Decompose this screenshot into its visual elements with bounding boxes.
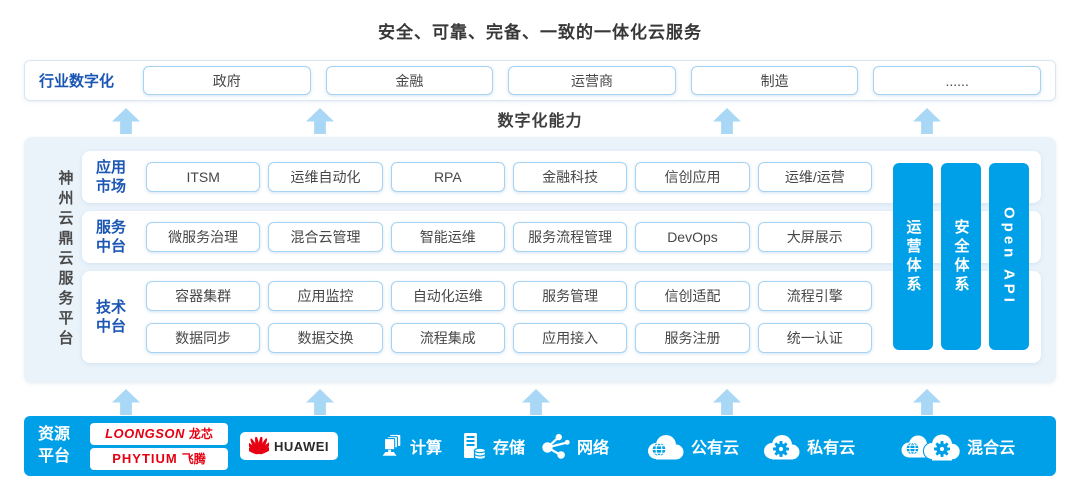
resource-item-private-cloud: 私有云	[761, 433, 855, 460]
capability-box: 统一认证	[757, 323, 872, 353]
capability-box: 智能运维	[390, 222, 505, 252]
capability-box: 流程引擎	[757, 281, 872, 311]
pillar-bar: Open API	[989, 163, 1029, 350]
public-cloud-icon	[648, 434, 684, 459]
capability-box: 金融科技	[512, 162, 628, 192]
industry-box: 政府	[143, 66, 311, 95]
huawei-wordmark: HUAWEI	[274, 438, 329, 454]
up-arrow-icon	[112, 108, 140, 134]
up-arrow-icon	[713, 108, 741, 134]
up-arrow-icon	[713, 389, 741, 415]
capability-box: 服务注册	[635, 323, 750, 353]
page-title: 安全、可靠、完备、一致的一体化云服务	[378, 23, 702, 42]
app-market-label: 应用市场	[96, 158, 127, 196]
industry-box: ......	[873, 66, 1041, 95]
service-middle-label: 服务中台	[96, 218, 127, 256]
hybrid-cloud-icon	[901, 432, 961, 460]
capability-box: 信创适配	[635, 281, 750, 311]
industry-box: 制造	[690, 66, 859, 95]
up-arrow-icon	[306, 108, 334, 134]
resource-item-storage: 存储	[460, 432, 525, 461]
up-arrow-icon	[913, 389, 941, 415]
capability-box: 运维自动化	[268, 162, 383, 192]
industry-box: 金融	[325, 66, 494, 95]
capability-box: 微服务治理	[146, 222, 261, 252]
phytium-wordmark: PHYTIUM	[112, 451, 178, 466]
up-arrow-icon	[913, 108, 941, 134]
pillar-bar: 运营体系	[893, 163, 933, 350]
storage-icon	[464, 432, 487, 460]
resource-item-label: 混合云	[967, 440, 1016, 457]
loongson-cn-label: 龙芯	[188, 427, 213, 441]
platform-side-label: 神州云鼎云服务平台	[56, 170, 74, 350]
compute-icon	[382, 434, 401, 456]
capability-box: 服务管理	[512, 281, 628, 311]
resource-bar-label: 资源平台	[38, 426, 71, 465]
resource-item-network: 网络	[539, 432, 609, 461]
tech-middle-box-list-2: 数据同步数据交换流程集成应用接入服务注册统一认证	[146, 323, 872, 353]
tech-middle-row: 技术中台 容器集群应用监控自动化运维服务管理信创适配流程引擎 数据同步数据交换流…	[82, 271, 1041, 363]
resource-item-label: 公有云	[691, 440, 740, 457]
capability-box: 数据交换	[268, 323, 383, 353]
pillar-bar: 安全体系	[941, 163, 981, 350]
tech-middle-lines: 容器集群应用监控自动化运维服务管理信创适配流程引擎 数据同步数据交换流程集成应用…	[146, 281, 872, 353]
industry-row: 行业数字化 政府金融运营商制造......	[24, 60, 1056, 101]
cpu-vendor-pills: LOONGSON 龙芯 PHYTIUM 飞腾	[90, 422, 228, 470]
network-icon	[542, 433, 570, 459]
capability-box: 自动化运维	[390, 281, 505, 311]
huawei-logo: HUAWEI	[240, 432, 338, 460]
up-arrow-icon	[306, 389, 334, 415]
capability-box: 混合云管理	[268, 222, 383, 252]
capability-box: 服务流程管理	[512, 222, 628, 252]
up-arrow-icon	[112, 389, 140, 415]
phytium-cn-label: 飞腾	[181, 452, 206, 466]
resource-item-label: 存储	[493, 440, 526, 457]
industry-row-label: 行业数字化	[39, 73, 115, 90]
private-cloud-icon	[764, 434, 800, 459]
phytium-logo: PHYTIUM 飞腾	[90, 447, 228, 470]
capability-box: 流程集成	[390, 323, 505, 353]
loongson-logo: LOONGSON 龙芯	[90, 422, 228, 445]
capability-box: 数据同步	[146, 323, 261, 353]
capability-box: 信创应用	[635, 162, 750, 192]
capability-box: RPA	[390, 162, 505, 192]
tech-middle-label: 技术中台	[96, 298, 127, 336]
resource-item-compute: 计算	[378, 433, 442, 459]
resource-bar: 资源平台 LOONGSON 龙芯 PHYTIUM 飞腾	[24, 416, 1056, 476]
loongson-wordmark: LOONGSON	[105, 426, 185, 441]
capability-box: 容器集群	[146, 281, 261, 311]
resource-item-label: 私有云	[807, 440, 856, 457]
tech-middle-box-list-1: 容器集群应用监控自动化运维服务管理信创适配流程引擎	[146, 281, 872, 311]
capability-box: 大屏展示	[757, 222, 872, 252]
industry-box: 运营商	[508, 66, 676, 95]
capability-label: 数字化能力	[497, 113, 583, 130]
resource-item-label: 计算	[410, 440, 443, 457]
huawei-flower-icon	[249, 437, 269, 455]
resource-item-public-cloud: 公有云	[645, 433, 739, 460]
capability-box: ITSM	[146, 162, 261, 192]
industry-box-list: 政府金融运营商制造......	[143, 66, 1041, 95]
resource-item-hybrid-cloud: 混合云	[899, 432, 1015, 461]
capability-box: DevOps	[635, 222, 750, 252]
capability-box: 应用接入	[512, 323, 628, 353]
capability-box: 运维/运营	[757, 162, 872, 192]
up-arrow-icon	[522, 389, 550, 415]
resource-item-label: 网络	[577, 440, 610, 457]
capability-box: 应用监控	[268, 281, 383, 311]
